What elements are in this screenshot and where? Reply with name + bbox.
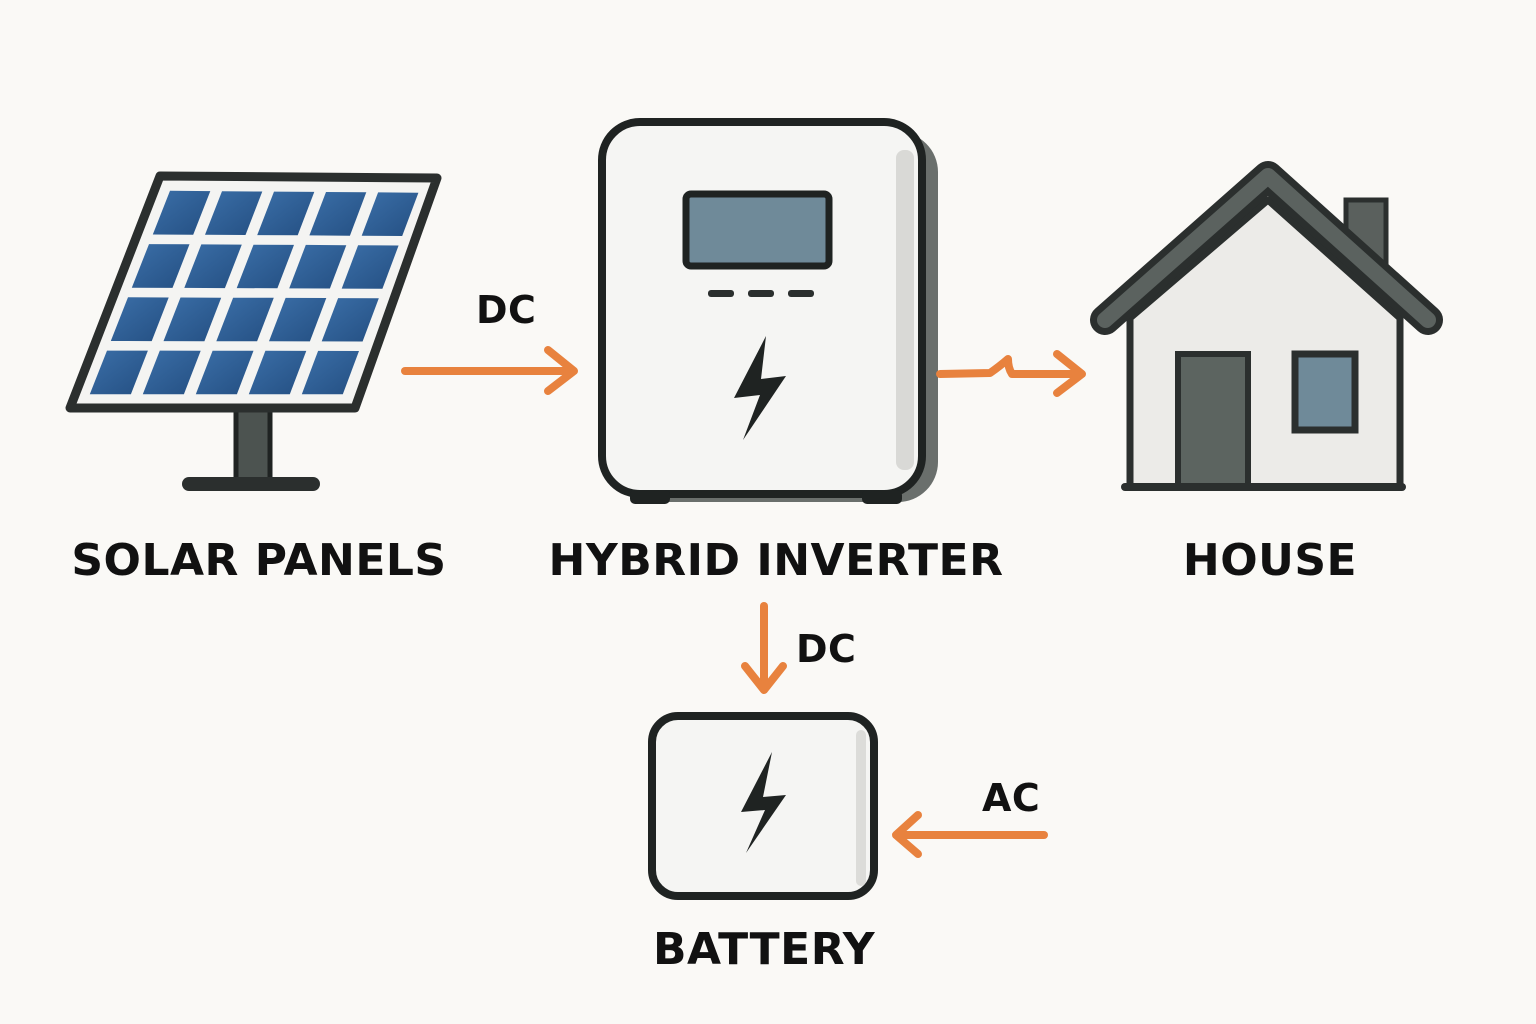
arrow-inverter-to-battery	[741, 602, 787, 694]
solar-cell	[236, 244, 294, 289]
node-label-solar-panels: SOLAR PANELS	[71, 535, 447, 586]
solar-cell	[248, 350, 307, 395]
node-label-hybrid-inverter: HYBRID INVERTER	[548, 535, 1004, 586]
house-door	[1175, 351, 1251, 490]
solar-cell	[163, 297, 222, 342]
solar-cells	[89, 190, 419, 395]
node-label-battery: BATTERY	[652, 924, 876, 975]
house-icon	[1090, 161, 1443, 491]
solar-cell	[152, 190, 211, 235]
node-label-house: HOUSE	[1182, 535, 1358, 586]
solar-cell	[361, 192, 419, 236]
solar-cell	[269, 297, 327, 342]
solar-cell	[131, 244, 190, 288]
lightning-bolt-icon	[734, 336, 786, 440]
inverter-icon	[598, 118, 938, 504]
solar-cell	[321, 298, 379, 342]
solar-cell	[89, 350, 148, 395]
house-window	[1291, 350, 1359, 434]
battery-icon	[648, 712, 878, 900]
arrow-solar-to-inverter	[401, 346, 578, 395]
edge-label-ac: AC	[982, 776, 1041, 820]
solar-cell	[195, 350, 254, 395]
inverter-screen	[682, 190, 833, 270]
solar-cell	[301, 350, 359, 395]
solar-panel-icon	[65, 171, 442, 491]
solar-cell	[184, 244, 242, 289]
solar-cell	[205, 191, 263, 235]
solar-cell	[142, 350, 201, 395]
solar-cell	[289, 244, 347, 289]
solar-cell	[110, 297, 169, 342]
solar-cell	[257, 191, 315, 236]
solar-cell	[341, 245, 399, 289]
indicator-light	[788, 290, 814, 297]
solar-cell	[309, 192, 367, 236]
indicator-light	[708, 290, 734, 297]
edge-label-dc: DC	[796, 627, 857, 671]
indicator-light	[748, 290, 774, 297]
arrow-ac-to-battery	[892, 811, 1048, 858]
arrow-inverter-to-house	[936, 350, 1086, 397]
edge-label-dc: DC	[476, 288, 537, 332]
lightning-bolt-icon	[741, 752, 786, 853]
solar-cell	[216, 297, 274, 342]
